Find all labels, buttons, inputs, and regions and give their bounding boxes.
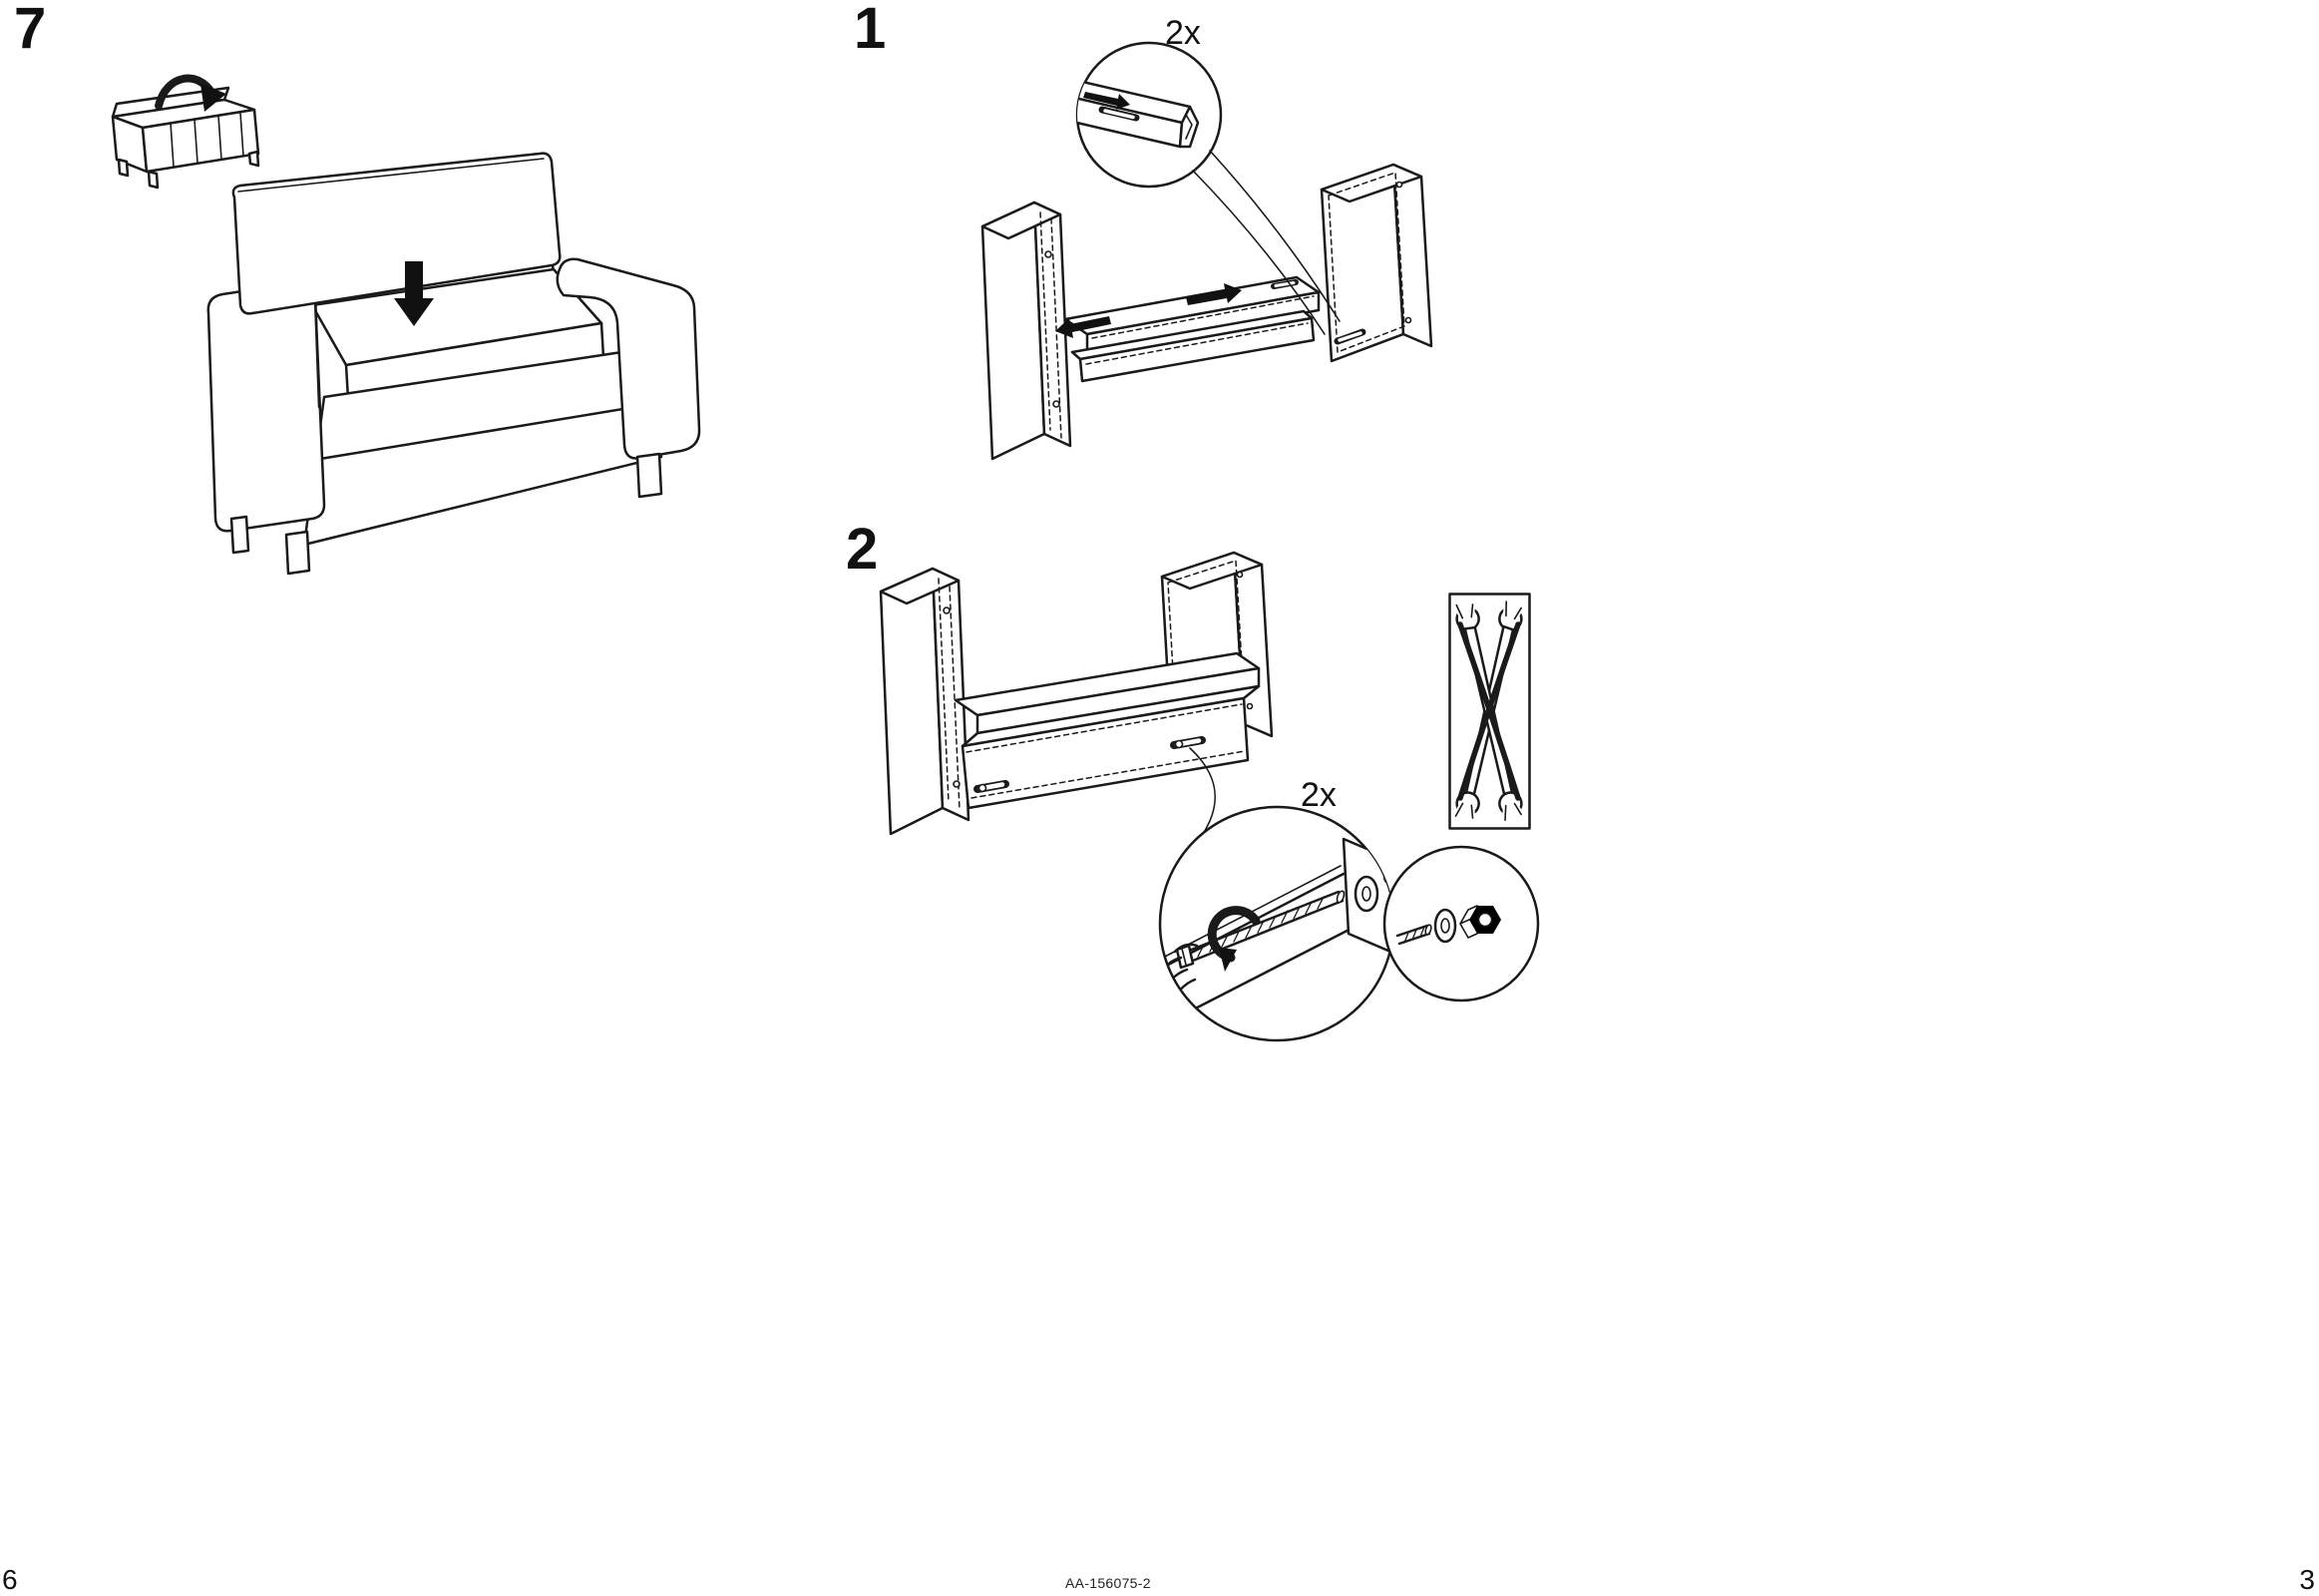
callout-leader-line [1189, 747, 1216, 835]
washer-icon [1353, 875, 1379, 913]
backrest-cushion [231, 152, 562, 315]
panel-slot [1334, 328, 1366, 345]
left-armrest [206, 281, 326, 533]
frame-bolting-illustration [879, 551, 1540, 1042]
step-2-quantity: 2x [1301, 776, 1337, 814]
fold-over-arrow-icon [155, 74, 226, 112]
turn-bolt-arrow-icon [1207, 906, 1261, 972]
page-number-right: 3 [2299, 1564, 2315, 1595]
magnifier-callout [1075, 41, 1341, 335]
sofa-legs [229, 452, 663, 576]
left-side-panel [980, 200, 1072, 461]
doc-code: AA-156075-2 [1065, 1575, 1151, 1591]
washer-icon [1433, 908, 1457, 944]
right-armrest [556, 257, 701, 460]
bracket-detail [1077, 79, 1200, 149]
nut-washer-detail [1395, 905, 1501, 946]
right-side-panel [1320, 163, 1433, 363]
nut-icon [1459, 905, 1501, 939]
bolt-slot-left [973, 780, 1009, 793]
prohibited-x-icon [1457, 621, 1521, 801]
step-7-label: 7 [14, 0, 46, 61]
step-1-quantity: 2x [1165, 14, 1201, 52]
base-plank [1055, 275, 1321, 383]
sofa-assembly-illustration [206, 152, 701, 576]
callout-leader-line [1209, 150, 1341, 322]
nut-magnifier-callout [1382, 845, 1540, 1002]
frame-parts-illustration [980, 41, 1433, 461]
slide-arrow-right-icon [1186, 283, 1242, 305]
base-seam [318, 403, 649, 461]
plank-slot [1271, 279, 1299, 289]
slide-arrow-detail-icon [1083, 92, 1130, 110]
bolt-detail [1160, 837, 1393, 1021]
bolt-magnifier-callout [1158, 805, 1395, 1042]
slide-arrow-left-icon [1055, 316, 1111, 338]
step-1-label: 1 [854, 0, 886, 61]
left-side-panel [879, 567, 970, 836]
base-plank-attached [954, 651, 1261, 810]
callout-leader-line [1192, 170, 1326, 335]
bolt-slot-right [1170, 736, 1206, 749]
folded-sofa-body [111, 86, 260, 190]
step-2-label: 2 [846, 517, 878, 582]
page-number-left: 6 [2, 1564, 18, 1595]
down-arrow-icon [394, 261, 434, 326]
sofa-body [206, 251, 701, 547]
no-tools-box [1448, 593, 1531, 830]
folded-sofa-illustration [111, 74, 260, 190]
